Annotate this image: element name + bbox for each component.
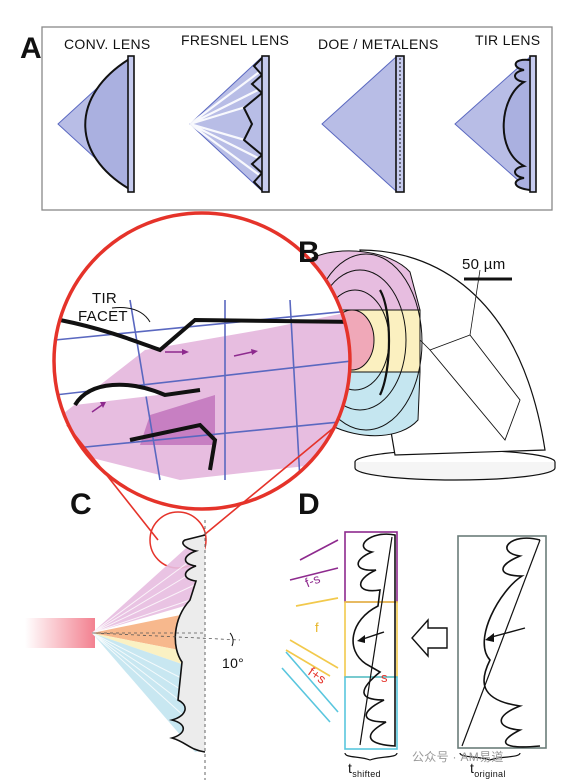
angle-label: 10° — [222, 655, 245, 671]
lens-title-conv: CONV. LENS — [64, 36, 151, 52]
zoom-callout — [52, 211, 352, 569]
tir-facet-label-line2: FACET — [78, 308, 128, 325]
panel-b-letter: B — [298, 236, 320, 269]
t-shifted-label: tshifted — [348, 760, 381, 779]
lens-title-doe: DOE / METALENS — [318, 36, 439, 52]
label-f: f — [315, 620, 319, 635]
conv-lens-diagram — [57, 55, 135, 193]
panel-a-letter: A — [20, 32, 42, 65]
scale-bar-label: 50 µm — [462, 256, 506, 273]
label-s: s — [381, 670, 388, 685]
panel-a-frame — [41, 26, 553, 211]
fresnel-lens-diagram — [189, 55, 270, 193]
t-original-label: toriginal — [470, 760, 506, 779]
panel-d-diagram — [281, 531, 547, 761]
tir-lens-diagram — [454, 55, 537, 193]
panel-c-diagram — [25, 520, 241, 780]
watermark: 公众号 · AM易道 — [412, 750, 504, 764]
lens-title-tir: TIR LENS — [475, 32, 541, 48]
lens-title-fresnel: FRESNEL LENS — [181, 32, 290, 48]
tir-facet-label-line1: TIR — [92, 290, 118, 307]
doe-lens-diagram — [321, 55, 405, 193]
panel-c-letter: C — [70, 488, 92, 521]
panel-d-letter: D — [298, 488, 320, 521]
